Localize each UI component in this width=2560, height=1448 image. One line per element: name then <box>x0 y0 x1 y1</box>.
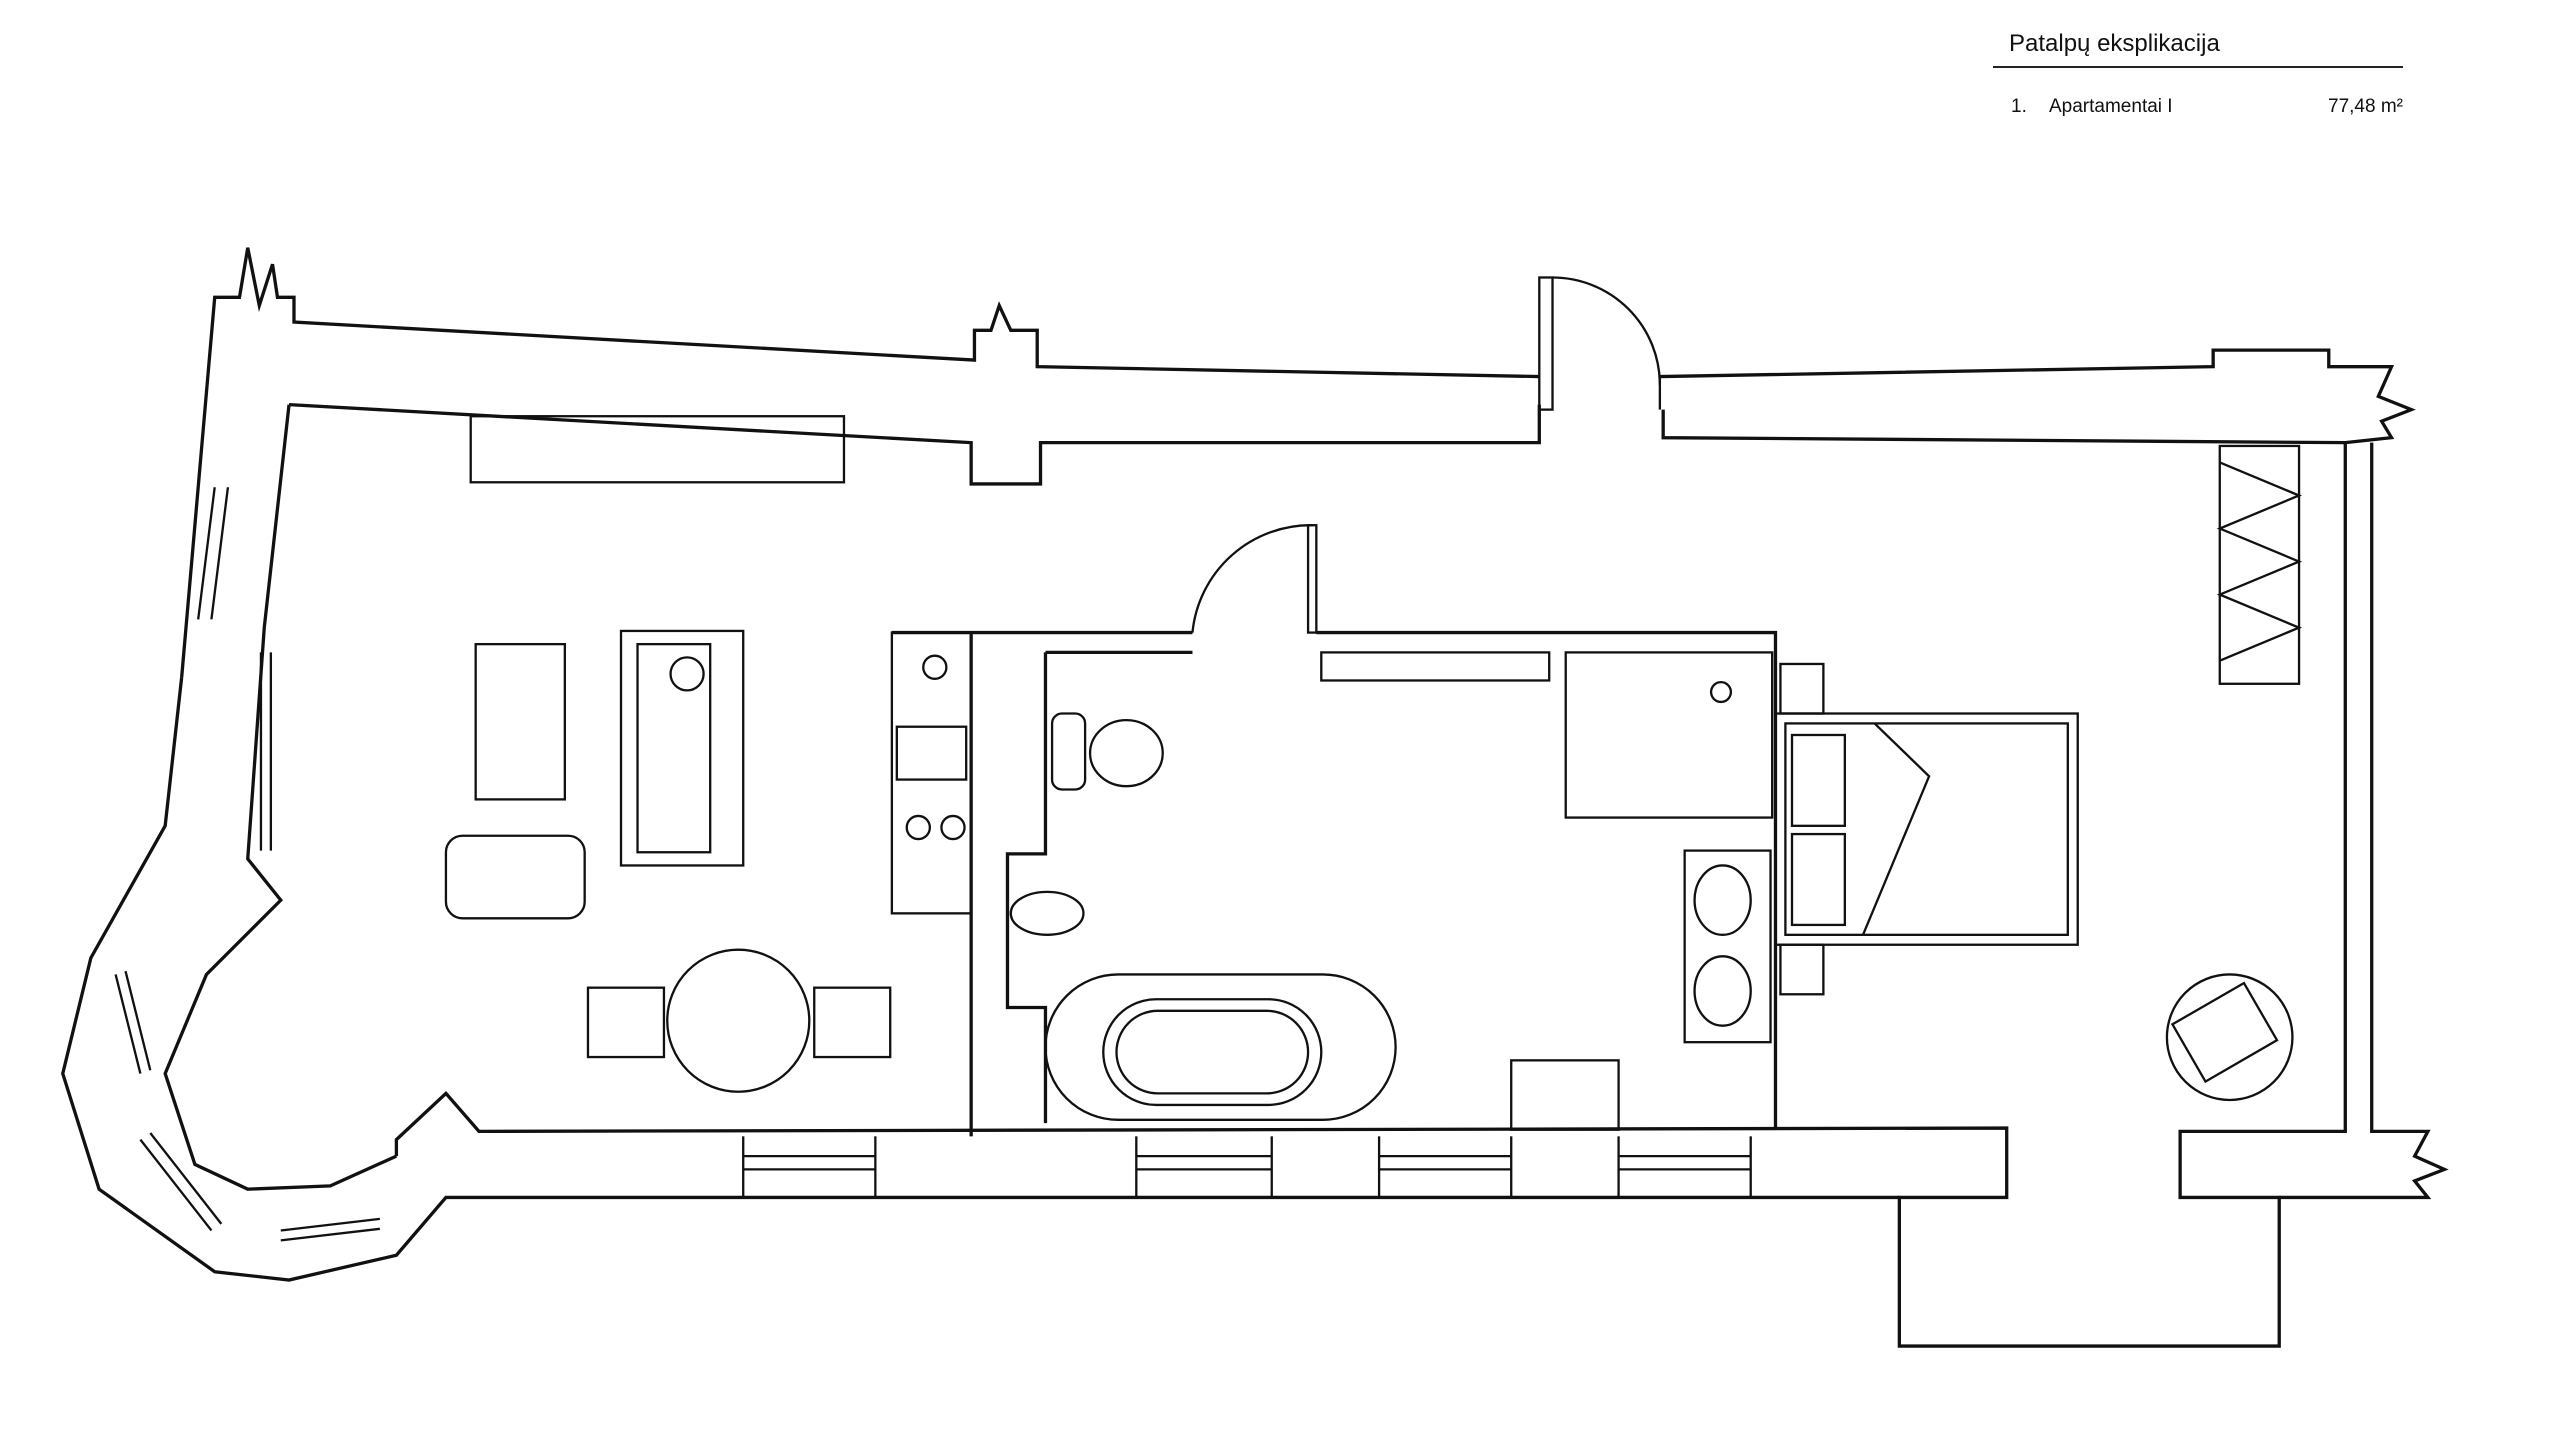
room-name: Apartamentai I <box>2049 96 2173 117</box>
legend-row: 1. Apartamentai I 77,48 m² <box>1993 96 2403 118</box>
bed <box>1774 712 2079 946</box>
dining-table <box>666 948 811 1093</box>
outer-walls <box>61 247 2449 1348</box>
armchair <box>2165 973 2294 1102</box>
bidet <box>1009 890 1085 936</box>
coffee-table <box>474 642 567 801</box>
bed-blanket <box>1861 722 1931 936</box>
ottoman <box>444 834 586 920</box>
living-shelf <box>469 415 846 484</box>
nightstand <box>1779 943 1825 996</box>
chair <box>586 986 666 1059</box>
legend-title: Patalpų eksplikacija <box>1993 30 2403 68</box>
bathtub-surround <box>1044 973 1397 1121</box>
chair <box>813 986 892 1059</box>
bathtub <box>1102 998 1323 1107</box>
plant <box>669 656 705 692</box>
wardrobe <box>2218 444 2301 685</box>
room-number: 1. <box>2011 96 2027 117</box>
toilet <box>1088 718 1164 788</box>
shower <box>1564 651 1774 819</box>
furniture <box>444 415 2303 1131</box>
room-area: 77,48 m² <box>2328 96 2403 117</box>
room-legend: Patalpų eksplikacija 1. Apartamentai I 7… <box>1993 30 2403 118</box>
interior-walls <box>891 524 1778 1137</box>
double-sink <box>1683 849 1772 1044</box>
kitchen-counter <box>890 631 973 915</box>
entrance-door <box>1538 276 1662 411</box>
vanity <box>1510 1059 1620 1131</box>
sofa <box>619 629 745 867</box>
nightstand <box>1779 662 1825 715</box>
kitchen-sink <box>895 725 968 781</box>
